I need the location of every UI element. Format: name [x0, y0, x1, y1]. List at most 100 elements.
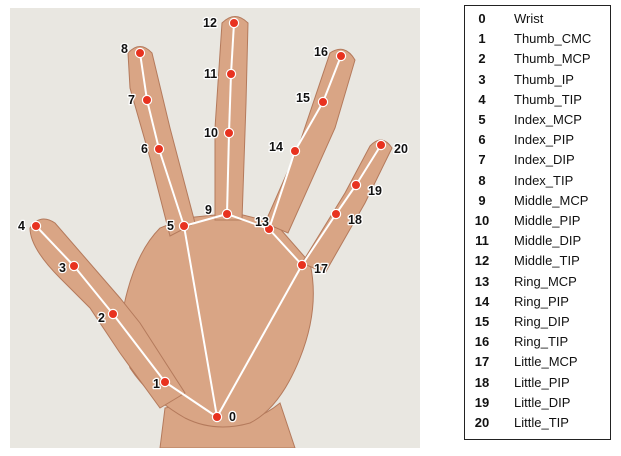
legend-row: 4 Thumb_TIP: [465, 90, 610, 110]
legend-landmark-name: Thumb_IP: [514, 70, 574, 90]
legend-landmark-id: 16: [471, 332, 493, 352]
keypoint-6: [154, 144, 163, 153]
legend-landmark-id: 10: [471, 211, 493, 231]
keypoint-1: [160, 377, 169, 386]
keypoint-14: [290, 146, 299, 155]
legend-row: 17 Little_MCP: [465, 352, 610, 372]
legend-landmark-name: Ring_MCP: [514, 272, 577, 292]
legend-landmark-id: 7: [471, 150, 493, 170]
legend-row: 12 Middle_TIP: [465, 251, 610, 271]
keypoint-2: [108, 309, 117, 318]
keypoint-label-0: 0: [229, 410, 236, 424]
keypoint-label-10: 10: [204, 126, 218, 140]
keypoint-label-20: 20: [394, 142, 408, 156]
keypoint-0: [212, 412, 221, 421]
legend-landmark-name: Little_DIP: [514, 393, 570, 413]
legend-landmark-name: Ring_PIP: [514, 292, 569, 312]
legend-row: 0Wrist: [465, 9, 610, 29]
keypoint-19: [351, 180, 360, 189]
keypoint-11: [226, 69, 235, 78]
legend-landmark-id: 6: [471, 130, 493, 150]
legend-landmark-name: Little_PIP: [514, 373, 570, 393]
keypoint-label-8: 8: [121, 42, 128, 56]
keypoint-20: [376, 140, 385, 149]
legend-landmark-name: Middle_PIP: [514, 211, 580, 231]
keypoint-9: [222, 209, 231, 218]
legend-landmark-id: 3: [471, 70, 493, 90]
keypoint-4: [31, 221, 40, 230]
legend-landmark-name: Little_MCP: [514, 352, 578, 372]
keypoint-8: [135, 48, 144, 57]
legend-landmark-id: 5: [471, 110, 493, 130]
legend-landmark-name: Index_TIP: [514, 171, 573, 191]
middle-finger-shape: [215, 17, 248, 221]
legend-landmark-id: 1: [471, 29, 493, 49]
legend-landmark-id: 15: [471, 312, 493, 332]
legend-row: 7 Index_DIP: [465, 150, 610, 170]
legend-landmark-name: Index_PIP: [514, 130, 574, 150]
keypoint-3: [69, 261, 78, 270]
keypoint-label-11: 11: [204, 67, 217, 81]
legend-landmark-id: 13: [471, 272, 493, 292]
legend-landmark-name: Index_DIP: [514, 150, 575, 170]
legend-landmark-id: 20: [471, 413, 493, 433]
legend-landmark-id: 17: [471, 352, 493, 372]
keypoint-label-19: 19: [368, 184, 382, 198]
keypoint-12: [229, 18, 238, 27]
legend-landmark-id: 12: [471, 251, 493, 271]
legend-landmark-name: Thumb_CMC: [514, 29, 591, 49]
legend-landmark-id: 11: [471, 231, 493, 251]
legend-landmark-name: Wrist: [514, 9, 543, 29]
legend-row: 14 Ring_PIP: [465, 292, 610, 312]
legend-row: 10 Middle_PIP: [465, 211, 610, 231]
legend-row: 19 Little_DIP: [465, 393, 610, 413]
legend-row: 2 Thumb_MCP: [465, 49, 610, 69]
legend-landmark-id: 19: [471, 393, 493, 413]
legend-row: 20 Little_TIP: [465, 413, 610, 433]
landmark-legend: 0Wrist1 Thumb_CMC 2 Thumb_MCP 3 Thumb_IP 4 Thum…: [464, 5, 611, 440]
legend-landmark-name: Little_TIP: [514, 413, 569, 433]
legend-row: 9 Middle_MCP: [465, 191, 610, 211]
hand-landmark-photo: 01234567891011121314151617181920: [10, 8, 420, 448]
legend-landmark-id: 9: [471, 191, 493, 211]
keypoint-label-6: 6: [141, 142, 148, 156]
keypoint-label-4: 4: [18, 219, 25, 233]
keypoint-15: [318, 97, 327, 106]
keypoint-label-13: 13: [255, 215, 269, 229]
keypoint-label-9: 9: [205, 203, 212, 217]
legend-row: 3 Thumb_IP: [465, 70, 610, 90]
keypoint-label-12: 12: [203, 16, 217, 30]
legend-landmark-name: Thumb_TIP: [514, 90, 582, 110]
legend-row: 16 Ring_TIP: [465, 332, 610, 352]
legend-row: 15Ring_DIP: [465, 312, 610, 332]
legend-landmark-name: Middle_DIP: [514, 231, 581, 251]
legend-landmark-id: 2: [471, 49, 493, 69]
keypoint-label-18: 18: [348, 213, 362, 227]
keypoint-label-5: 5: [167, 219, 174, 233]
keypoint-17: [297, 260, 306, 269]
keypoint-label-3: 3: [59, 261, 66, 275]
legend-landmark-name: Middle_MCP: [514, 191, 588, 211]
legend-landmark-name: Ring_TIP: [514, 332, 568, 352]
keypoint-5: [179, 221, 188, 230]
legend-row: 13 Ring_MCP: [465, 272, 610, 292]
keypoint-label-15: 15: [296, 91, 310, 105]
keypoint-18: [331, 209, 340, 218]
legend-row: 8 Index_TIP: [465, 171, 610, 191]
keypoint-label-14: 14: [269, 140, 283, 154]
keypoint-label-16: 16: [314, 45, 328, 59]
legend-row: 18Little_PIP: [465, 373, 610, 393]
legend-landmark-id: 8: [471, 171, 493, 191]
legend-row: 1 Thumb_CMC: [465, 29, 610, 49]
legend-landmark-name: Thumb_MCP: [514, 49, 591, 69]
legend-landmark-name: Index_MCP: [514, 110, 582, 130]
legend-row: 6 Index_PIP: [465, 130, 610, 150]
legend-landmark-name: Middle_TIP: [514, 251, 580, 271]
keypoint-label-2: 2: [98, 311, 105, 325]
legend-landmark-id: 4: [471, 90, 493, 110]
legend-row: 5 Index_MCP: [465, 110, 610, 130]
keypoint-label-17: 17: [314, 262, 328, 276]
keypoint-16: [336, 51, 345, 60]
legend-landmark-id: 14: [471, 292, 493, 312]
keypoint-label-7: 7: [128, 93, 135, 107]
